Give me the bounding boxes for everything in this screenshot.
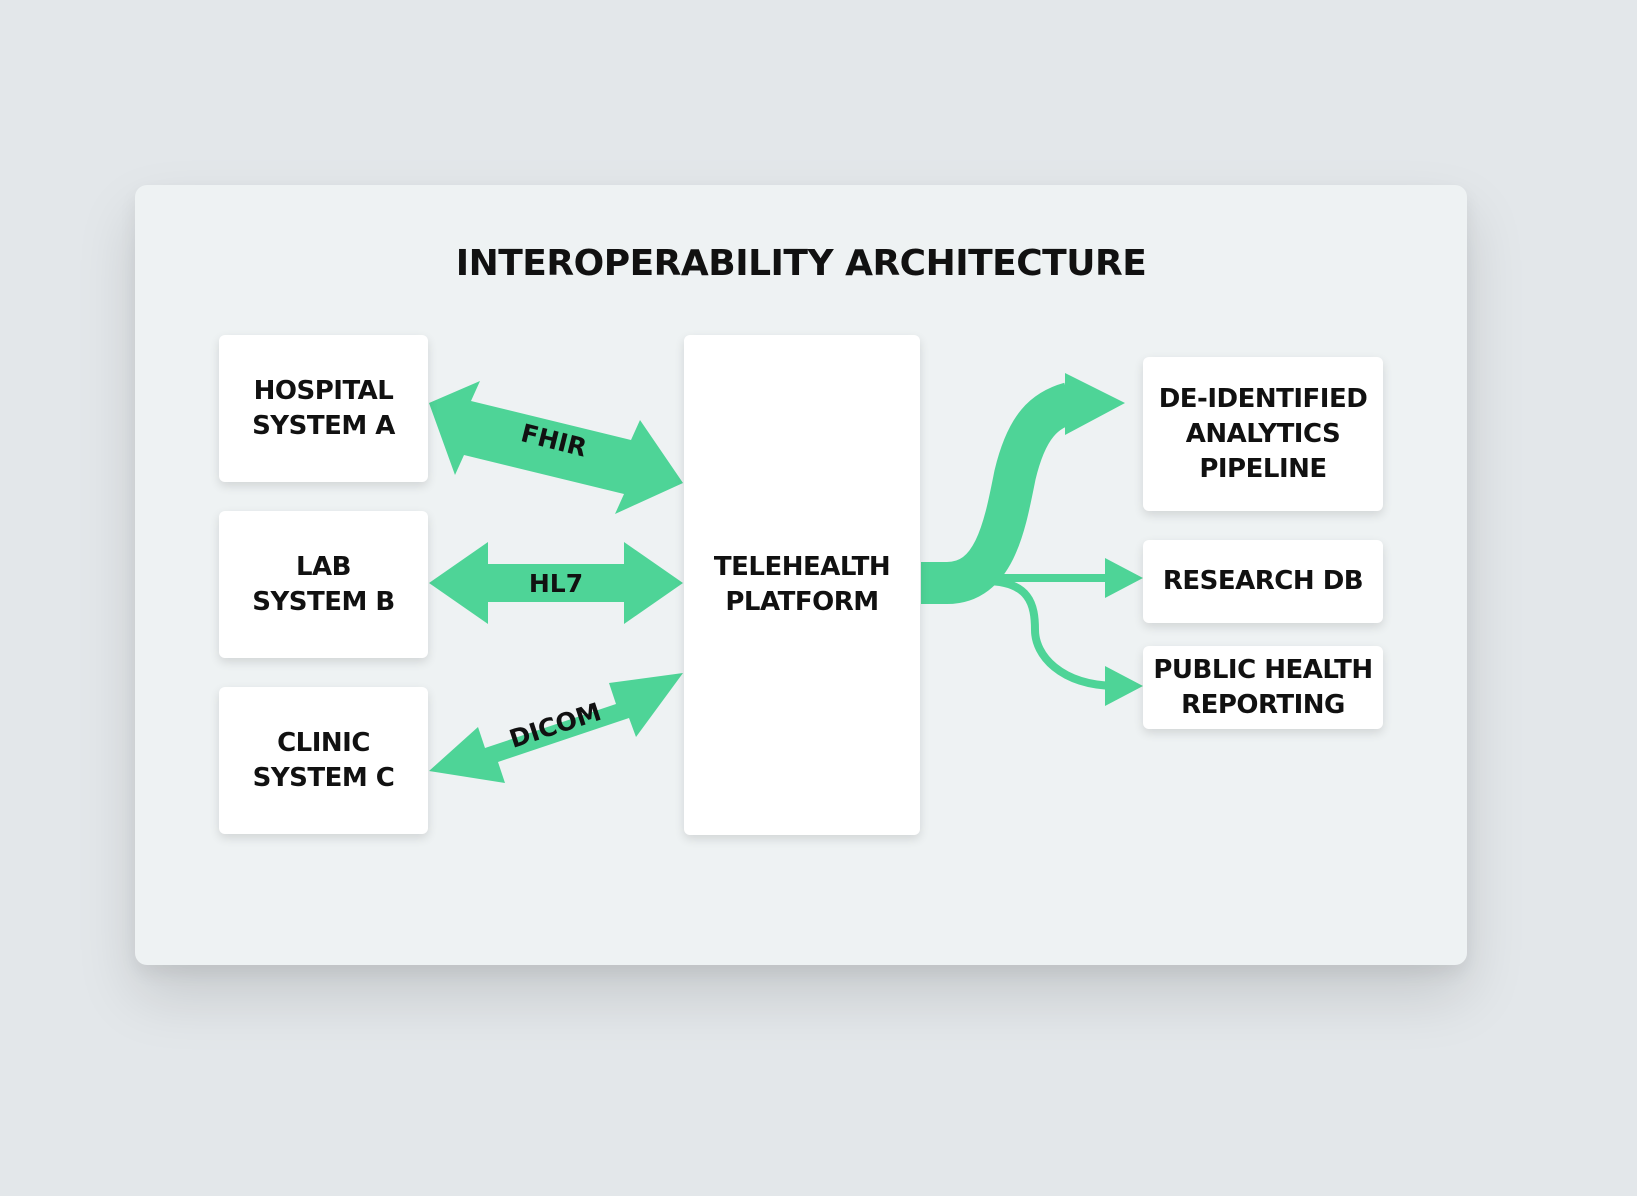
diagram-title: INTEROPERABILITY ARCHITECTURE: [455, 243, 1147, 284]
public-health-flow-line: [984, 577, 1116, 690]
telehealth-platform-box: TELEHEALTH PLATFORM: [684, 335, 920, 835]
public-health-reporting-box: PUBLIC HEALTH REPORTING: [1143, 646, 1383, 729]
connector-layer: FHIR HL7 DICOM: [429, 373, 1143, 783]
dicom-protocol-label: DICOM: [506, 697, 605, 754]
analytics-arrowhead: [1065, 373, 1125, 435]
research-db-arrowhead: [1105, 558, 1143, 598]
dicom-double-arrow: [429, 673, 683, 783]
analytics-pipeline-box: DE-IDENTIFIED ANALYTICS PIPELINE: [1143, 357, 1383, 511]
research-db-box: RESEARCH DB: [1143, 540, 1383, 623]
fhir-double-arrow: [429, 381, 683, 514]
hospital-system-a-box: HOSPITAL SYSTEM A: [219, 335, 428, 482]
clinic-system-c-box: CLINIC SYSTEM C: [219, 687, 428, 834]
lab-system-b-box: LAB SYSTEM B: [219, 511, 428, 658]
analytics-flow-arrow: [921, 382, 1077, 604]
hl7-protocol-label: HL7: [529, 569, 583, 598]
diagram-card: INTEROPERABILITY ARCHITECTURE FHIR HL7 D…: [135, 185, 1467, 965]
public-health-arrowhead: [1105, 666, 1143, 706]
hl7-double-arrow: [429, 542, 683, 624]
